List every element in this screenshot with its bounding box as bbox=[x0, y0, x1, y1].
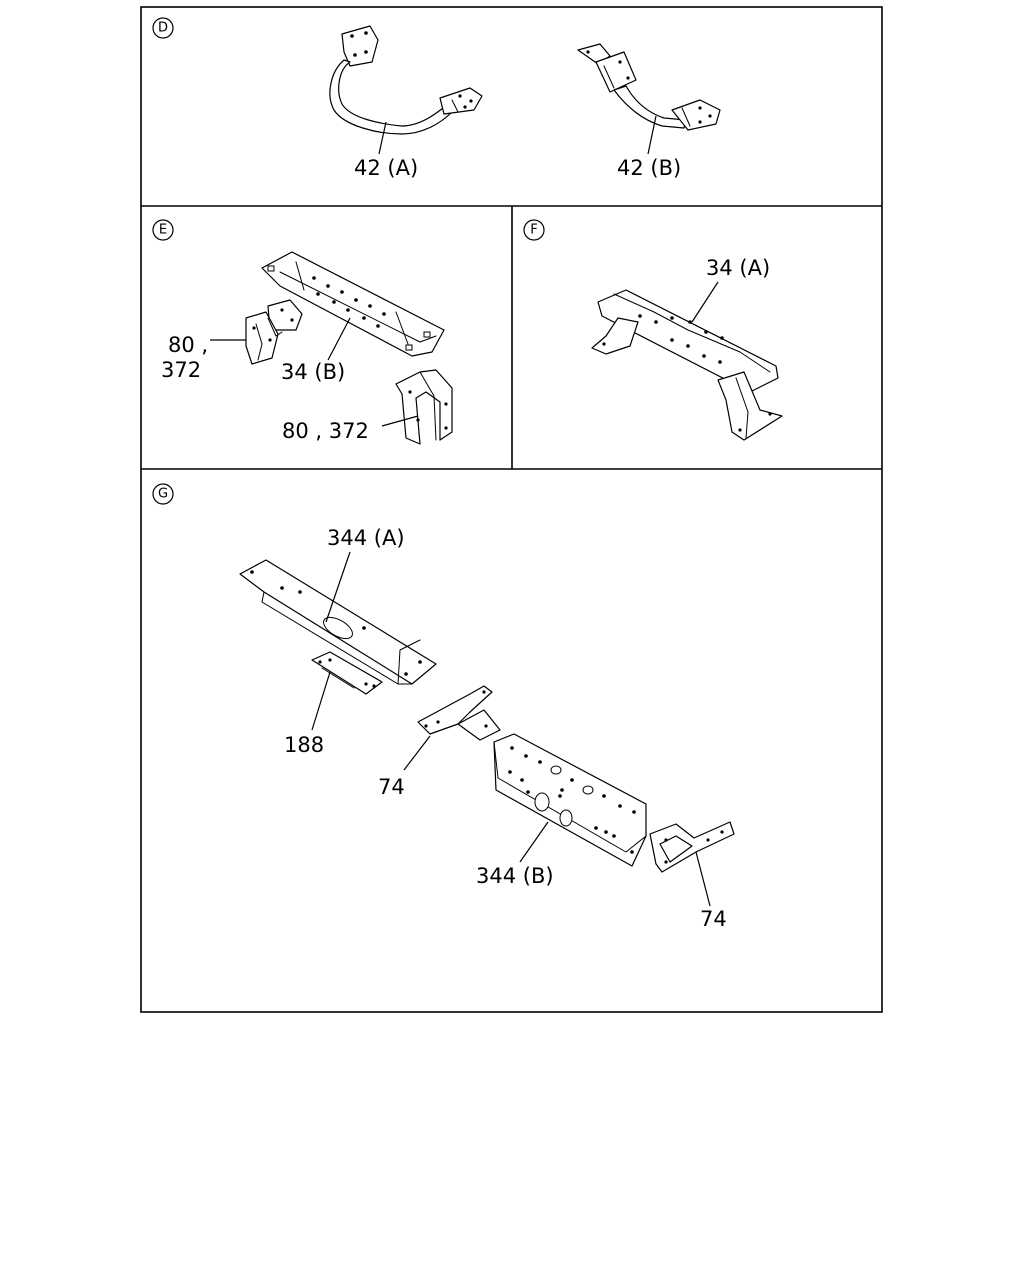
leader-42b bbox=[647, 115, 657, 155]
leader-344b bbox=[519, 821, 549, 863]
part-344b-cross-member[interactable] bbox=[493, 733, 647, 867]
label-80-372-upper-line1: 80 , bbox=[168, 333, 208, 357]
section-d: D 42 (A) 42 (B) bbox=[152, 17, 721, 180]
section-e-marker: E bbox=[152, 219, 174, 241]
leader-188 bbox=[311, 671, 331, 731]
svg-text:D: D bbox=[158, 21, 168, 36]
leader-74-right bbox=[695, 851, 711, 907]
section-f-marker: F bbox=[523, 219, 545, 241]
leader-34a bbox=[691, 281, 719, 323]
section-g: G bbox=[152, 483, 735, 931]
part-80-372-upper-bracket[interactable] bbox=[245, 299, 303, 365]
part-188-plate[interactable] bbox=[311, 651, 383, 695]
label-34a: 34 (A) bbox=[706, 256, 770, 280]
leader-344a bbox=[325, 551, 351, 623]
label-42a: 42 (A) bbox=[354, 156, 418, 180]
part-34a-holes bbox=[602, 314, 772, 432]
part-74-right-gusset[interactable] bbox=[649, 821, 735, 873]
leader-42a bbox=[378, 121, 387, 155]
section-f: F 34 (A) bbox=[523, 219, 783, 441]
leader-80-372-lower bbox=[381, 415, 419, 427]
svg-text:E: E bbox=[159, 223, 167, 238]
part-42a-tube[interactable] bbox=[329, 25, 483, 135]
part-42b-tube[interactable] bbox=[577, 43, 721, 131]
label-80-372-upper-line2: 372 bbox=[161, 358, 201, 382]
label-188: 188 bbox=[284, 733, 324, 757]
part-34a-cross-member[interactable] bbox=[591, 289, 783, 441]
part-344b-holes bbox=[508, 746, 636, 854]
label-344a: 344 (A) bbox=[327, 526, 405, 550]
svg-text:G: G bbox=[158, 487, 168, 502]
part-34b-holes bbox=[312, 276, 386, 328]
section-d-marker: D bbox=[152, 17, 174, 39]
section-e: E bbox=[152, 219, 453, 445]
part-74-left-gusset[interactable] bbox=[417, 685, 501, 741]
part-80-372-lower-bracket[interactable] bbox=[395, 369, 453, 445]
label-74-left: 74 bbox=[378, 775, 405, 799]
panel-frames bbox=[140, 6, 883, 1013]
label-80-372-lower: 80 , 372 bbox=[282, 419, 369, 443]
label-42b: 42 (B) bbox=[617, 156, 681, 180]
leader-34b bbox=[327, 317, 351, 361]
label-74-right: 74 bbox=[700, 907, 727, 931]
leader-74-left bbox=[403, 735, 431, 771]
part-34b-cross-member[interactable] bbox=[261, 251, 445, 357]
part-344a-cross-member[interactable] bbox=[239, 559, 437, 685]
svg-text:F: F bbox=[530, 223, 537, 238]
label-34b: 34 (B) bbox=[281, 360, 345, 384]
label-344b: 344 (B) bbox=[476, 864, 554, 888]
section-g-marker: G bbox=[152, 483, 174, 505]
